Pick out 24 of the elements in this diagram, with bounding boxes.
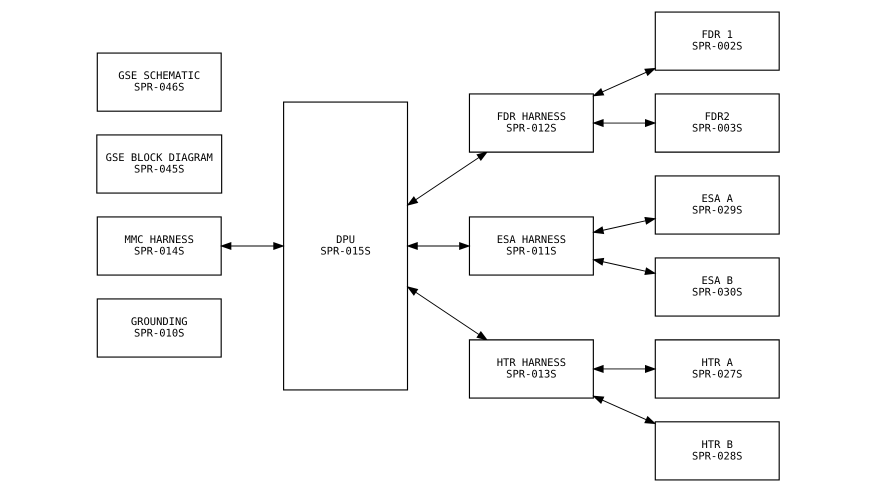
arrow bbox=[592, 364, 656, 373]
node-box: GSE SCHEMATIC SPR-046S bbox=[96, 52, 222, 112]
arrow bbox=[592, 396, 656, 424]
node-box: DPU SPR-015S bbox=[283, 102, 408, 390]
arrow bbox=[220, 242, 285, 250]
node-box: ESA A SPR-029S bbox=[654, 175, 780, 235]
node-box: HTR B SPR-028S bbox=[654, 421, 780, 481]
arrow bbox=[592, 119, 656, 128]
arrow bbox=[592, 258, 656, 276]
node-box: HTR HARNESS SPR-013S bbox=[468, 339, 594, 399]
arrow bbox=[592, 68, 656, 96]
arrow bbox=[406, 242, 471, 250]
node-box: FDR2 SPR-003S bbox=[654, 93, 780, 153]
arrow bbox=[406, 286, 488, 341]
node-box: FDR HARNESS SPR-012S bbox=[468, 93, 594, 153]
node-box: GSE BLOCK DIAGRAM SPR-045S bbox=[96, 134, 222, 194]
node-box: FDR 1 SPR-002S bbox=[654, 11, 780, 71]
node-box: MMC HARNESS SPR-014S bbox=[96, 216, 222, 276]
arrow bbox=[592, 216, 656, 234]
node-box: ESA B SPR-030S bbox=[654, 257, 780, 317]
node-box: GROUNDING SPR-010S bbox=[96, 298, 222, 358]
node-box: ESA HARNESS SPR-011S bbox=[468, 216, 594, 276]
arrow bbox=[406, 151, 488, 206]
node-box: HTR A SPR-027S bbox=[654, 339, 780, 399]
